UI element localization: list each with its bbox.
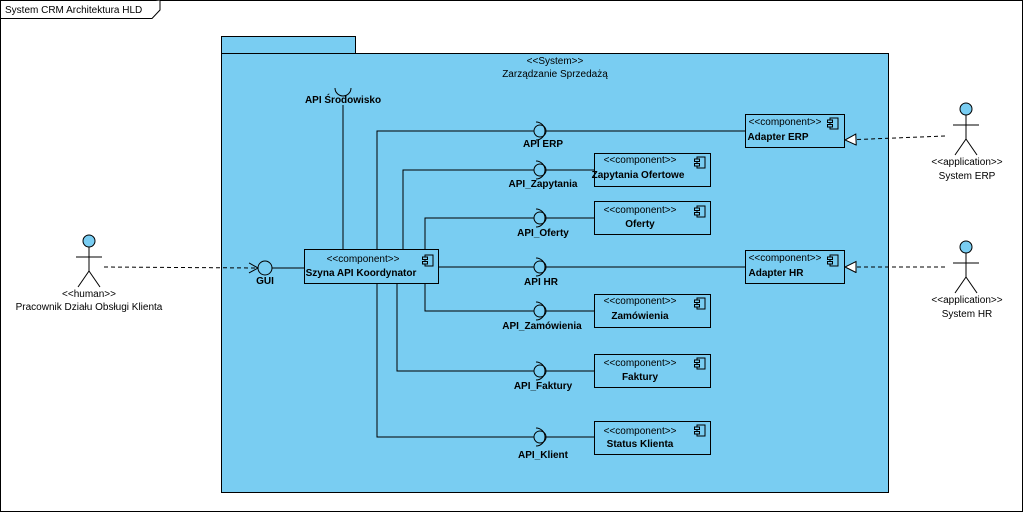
actor-pracownik[interactable]: <<human>> Pracownik Działu Obsługi Klien… [16, 234, 163, 313]
interface-api-faktury[interactable]: API_Faktury [514, 361, 573, 392]
stick-figure-actor-icon [953, 102, 979, 156]
frame-title: System CRM Architektura HLD [5, 5, 142, 16]
lollipop-interface-icon [533, 430, 547, 444]
connectors [272, 105, 745, 438]
actor-name: System ERP [939, 171, 996, 182]
system-stereotype: <<System>> [527, 56, 584, 67]
system-name: Zarządzanie Sprzedażą [502, 69, 608, 80]
interface-api-zapytania[interactable]: API_Zapytania [509, 160, 578, 190]
component-oferty[interactable]: <<component>> Oferty [594, 201, 711, 235]
actor-name: System HR [942, 309, 993, 320]
actor-system-hr[interactable]: <<application>> System HR [931, 240, 1003, 320]
socket-interface-icon [535, 208, 546, 228]
interface-api-srodowisko[interactable]: API Środowisko [305, 87, 381, 106]
lollipop-interface-icon [533, 163, 547, 177]
actor-stereotype: <<application>> [931, 157, 1002, 168]
interface-api-klient[interactable]: API_Klient [518, 427, 569, 461]
interface-label: API ERP [523, 139, 563, 150]
component-szyna-api-koordynator[interactable]: <<component>> Szyna API Koordynator [304, 249, 439, 284]
interface-label: GUI [256, 276, 274, 287]
component-stereotype: <<component>> [327, 254, 400, 265]
interface-api-erp[interactable]: API ERP [523, 121, 563, 150]
socket-interface-icon [535, 257, 546, 277]
actor-stereotype: <<human>> [62, 289, 116, 300]
actor-system-erp[interactable]: <<application>> System ERP [931, 102, 1003, 182]
stick-figure-actor-icon [953, 240, 979, 294]
component-zamowienia[interactable]: <<component>> Zamówienia [594, 294, 711, 328]
component-name: Adapter HR [748, 268, 804, 279]
component-adapter-erp[interactable]: <<component>> Adapter ERP [745, 114, 845, 148]
lollipop-interface-icon [533, 124, 547, 138]
interface-gui[interactable]: GUI [256, 260, 274, 287]
component-status-klienta[interactable]: <<component>> Status Klienta [594, 421, 711, 455]
lollipop-interface-icon [533, 260, 547, 274]
component-name: Status Klienta [607, 439, 674, 450]
lollipop-interface-icon [533, 304, 547, 318]
lollipop-interface-icon [533, 364, 547, 378]
component-name: Oferty [625, 219, 655, 230]
dependencies [103, 136, 946, 274]
interface-api-hr[interactable]: API HR [524, 257, 559, 288]
component-name: Faktury [622, 372, 659, 383]
component-name: Zapytania Ofertowe [592, 170, 685, 181]
interface-api-zamowienia[interactable]: API_Zamówienia [502, 301, 582, 332]
component-stereotype: <<component>> [749, 253, 822, 264]
interface-api-oferty[interactable]: API_Oferty [517, 208, 569, 239]
interface-label: API Środowisko [305, 93, 381, 106]
component-stereotype: <<component>> [604, 205, 677, 216]
actor-name: Pracownik Działu Obsługi Klienta [16, 302, 163, 313]
interface-label: API_Oferty [517, 228, 569, 239]
component-name: Szyna API Koordynator [306, 268, 417, 279]
socket-interface-icon [535, 301, 546, 321]
stick-figure-actor-icon [76, 234, 102, 288]
socket-interface-icon [334, 87, 352, 97]
interface-label: API_Klient [518, 450, 569, 461]
socket-interface-icon [535, 427, 546, 447]
socket-interface-icon [535, 121, 546, 141]
actor-stereotype: <<application>> [931, 295, 1002, 306]
component-stereotype: <<component>> [604, 155, 677, 166]
component-zapytania-ofertowe[interactable]: <<component>> Zapytania Ofertowe [592, 153, 711, 187]
component-stereotype: <<component>> [749, 117, 822, 128]
component-stereotype: <<component>> [604, 358, 677, 369]
component-name: Zamówienia [611, 311, 669, 322]
interface-label: API_Zamówienia [502, 321, 582, 332]
interface-label: API_Faktury [514, 381, 573, 392]
component-faktury[interactable]: <<component>> Faktury [594, 354, 711, 388]
lollipop-interface-icon [533, 211, 547, 225]
package-tab [221, 36, 356, 54]
component-stereotype: <<component>> [604, 296, 677, 307]
component-name: Adapter ERP [747, 132, 808, 143]
socket-interface-icon [535, 361, 546, 381]
lollipop-interface-icon [257, 260, 273, 276]
component-stereotype: <<component>> [604, 426, 677, 437]
component-adapter-hr[interactable]: <<component>> Adapter HR [745, 250, 845, 284]
interface-label: API HR [524, 277, 559, 288]
socket-interface-icon [535, 160, 546, 180]
interface-label: API_Zapytania [509, 179, 578, 190]
